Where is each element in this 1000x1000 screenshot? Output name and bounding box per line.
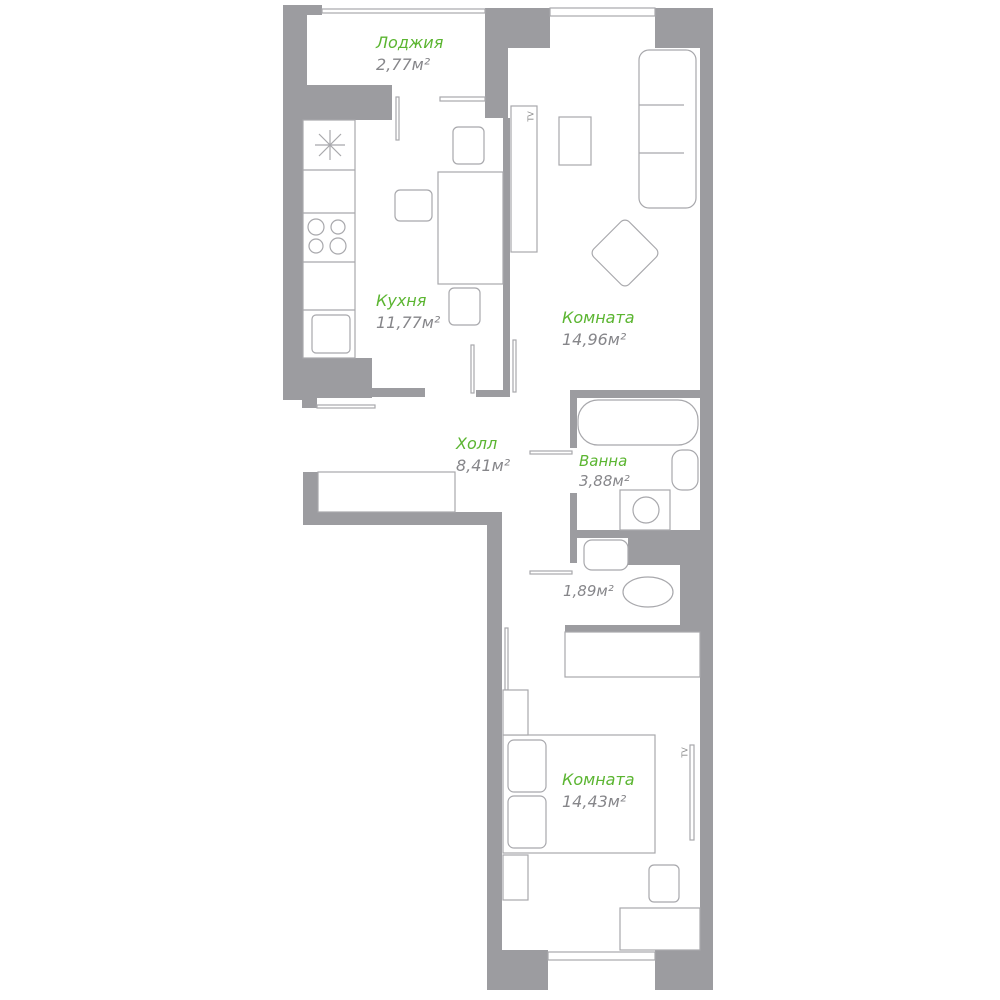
- chair: [452, 126, 485, 165]
- room-area-bedroom: 14,43м²: [562, 792, 627, 811]
- room-area-kitchen: 11,77м²: [376, 313, 441, 332]
- toilet-sink: [583, 539, 629, 571]
- walls: [283, 5, 713, 990]
- sofa: [638, 49, 697, 209]
- room-name-living: Комната: [562, 308, 635, 327]
- fridge-snowflake-icon: [315, 130, 345, 160]
- tv: [689, 744, 695, 841]
- stove-icon: [307, 218, 347, 255]
- bedroom-furniture: [502, 689, 701, 951]
- room-area-toilet: 1,89м²: [563, 582, 614, 600]
- chair: [448, 287, 481, 326]
- bathtub: [577, 399, 699, 446]
- room-area-hall: 8,41м²: [456, 456, 511, 475]
- doors: [395, 96, 573, 691]
- dining-table: [437, 171, 504, 285]
- nightstand: [502, 854, 529, 901]
- room-name-bath: Ванна: [579, 452, 628, 470]
- desk: [619, 907, 701, 951]
- washing-machine: [619, 489, 671, 531]
- wardrobe: [317, 471, 456, 513]
- coffee-table: [558, 116, 592, 166]
- room-area-bath: 3,88м²: [579, 472, 630, 490]
- armchair: [591, 219, 659, 287]
- chair: [648, 864, 680, 903]
- hall-furniture: [317, 471, 701, 678]
- room-name-loggia: Лоджия: [376, 33, 444, 52]
- bath-sink: [671, 449, 699, 491]
- room-name-hall: Холл: [456, 434, 498, 453]
- tv-stand: [510, 105, 538, 253]
- room-name-kitchen: Кухня: [376, 291, 427, 310]
- tv-label: TV: [526, 111, 536, 122]
- room-area-loggia: 2,77м²: [376, 55, 431, 74]
- nightstand: [502, 689, 529, 736]
- kitchen-furniture: [302, 119, 504, 359]
- chair: [394, 189, 433, 222]
- wardrobe: [564, 631, 701, 678]
- living-furniture: [510, 49, 697, 287]
- tv-label: TV: [680, 747, 690, 758]
- room-area-living: 14,96м²: [562, 330, 627, 349]
- windows: [316, 7, 656, 961]
- kitchen-sink-icon: [311, 314, 351, 354]
- room-name-bedroom: Комната: [562, 770, 635, 789]
- bath-furniture: [577, 399, 699, 608]
- toilet: [622, 576, 674, 608]
